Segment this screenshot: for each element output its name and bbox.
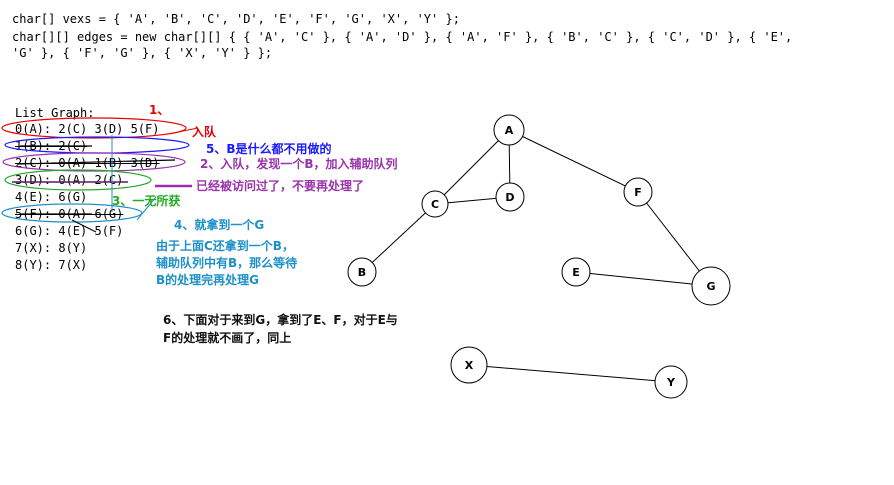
note-visited: 已经被访问过了，不要再处理了 [196, 179, 365, 193]
edge-a-c [434, 129, 510, 205]
node-g: G [691, 266, 731, 306]
node-b: B [347, 257, 377, 287]
edge-e-g [575, 271, 712, 287]
node-a: A [493, 114, 525, 146]
node-b-label: B [358, 266, 366, 279]
note-step4-line2: 辅助队列中有B，那么等待 [156, 256, 298, 270]
connector-row-g [71, 219, 97, 233]
node-c: C [421, 190, 449, 218]
edge-b-c [361, 203, 436, 273]
node-x: X [450, 346, 488, 384]
list-row-y: 8(Y): 7(X) [15, 258, 88, 272]
edge-f-g [637, 191, 712, 287]
ellipse-row-c [2, 152, 186, 172]
note-step1-enqueue: 入队 [192, 125, 217, 139]
note-step3: 3、一无所获 [112, 194, 181, 208]
node-d: D [495, 182, 525, 212]
list-row-a: 0(A): 2(C) 3(D) 5(F) [15, 122, 160, 136]
edge-a-f [508, 129, 639, 193]
note-step4-line1: 由于上面C还拿到一个B， [156, 239, 294, 253]
ellipse-row-f [1, 203, 143, 223]
node-f-label: F [634, 186, 642, 199]
note-step6-line1: 6、下面对于来到G，拿到了E、F，对于E与 [163, 313, 398, 327]
list-row-e: 4(E): 6(G) [15, 190, 88, 204]
note-step2: 2、入队，发现一个B，加入辅助队列 [200, 157, 398, 171]
node-a-label: A [505, 124, 514, 137]
list-row-x: 7(X): 8(Y) [15, 241, 88, 255]
edge-x-y [468, 364, 672, 383]
connector-step4 [136, 196, 157, 221]
ellipse-row-d [4, 169, 152, 191]
list-row-g: 6(G): 4(E) 5(F) [15, 224, 124, 238]
connector-step1 [177, 127, 199, 133]
node-g-label: G [706, 280, 715, 293]
note-step1-number: 1、 [149, 103, 170, 117]
node-e: E [561, 257, 591, 287]
node-x-label: X [465, 359, 474, 372]
list-title: List Graph: [15, 106, 95, 120]
note-step6-line2: F的处理就不画了，同上 [163, 331, 292, 345]
note-step4-title: 4、就拿到一个G [174, 218, 265, 232]
list-row-c: 2(C): 0(A) 1(B) 3(D) [15, 156, 160, 170]
ellipse-row-a [1, 117, 187, 139]
code-line-edges-cont: 'G' }, { 'F', 'G' }, { 'X', 'Y' } }; [12, 46, 273, 60]
node-y: Y [654, 365, 688, 399]
ellipse-row-b [4, 136, 190, 154]
code-line-vexs: char[] vexs = { 'A', 'B', 'C', 'D', 'E',… [12, 12, 460, 26]
node-c-label: C [431, 198, 439, 211]
list-row-d: 3(D): 0(A) 2(C) [15, 173, 124, 187]
node-y-label: Y [666, 376, 676, 389]
node-d-label: D [505, 191, 514, 204]
node-e-label: E [572, 266, 580, 279]
code-line-edges: char[][] edges = new char[][] { { 'A', '… [12, 30, 793, 44]
note-step5: 5、B是什么都不用做的 [206, 142, 332, 156]
node-f: F [623, 177, 653, 207]
note-step4-line3: B的处理完再处理G [156, 273, 259, 287]
strike-row-c [17, 159, 176, 165]
